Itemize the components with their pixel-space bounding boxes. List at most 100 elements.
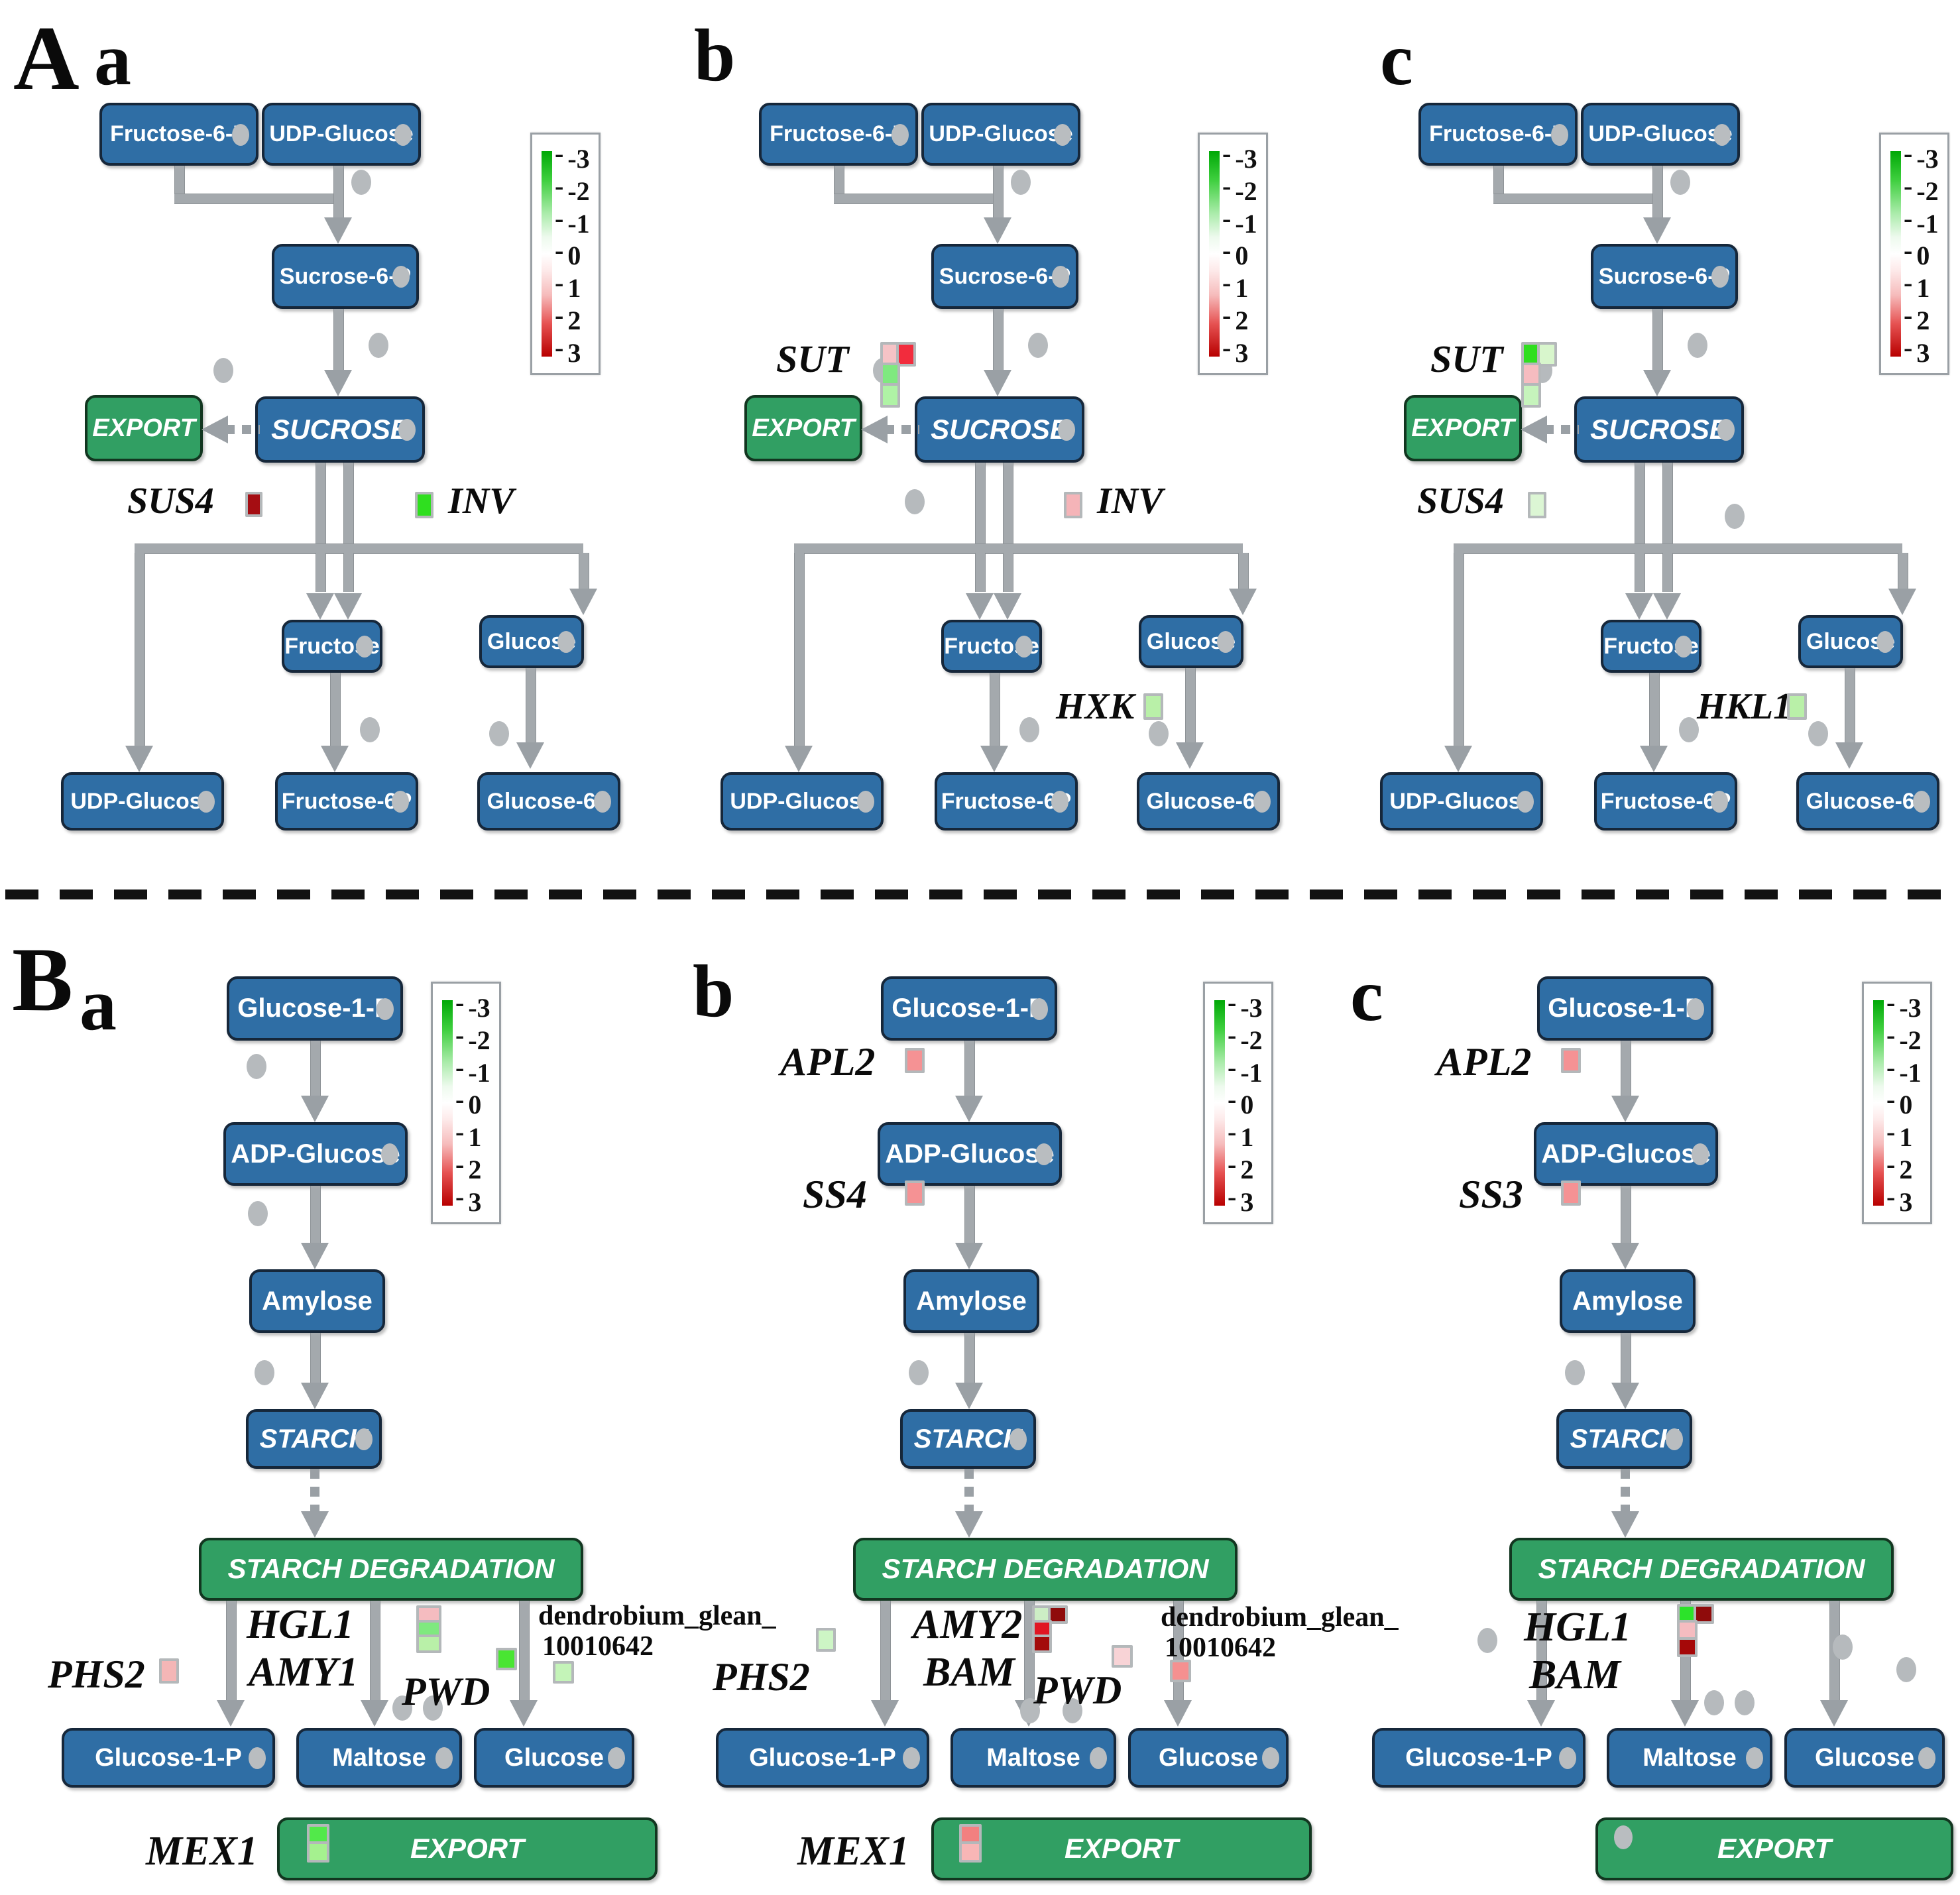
branch-v1 — [975, 463, 986, 548]
metabolite-dot — [1015, 636, 1033, 658]
pathway-dot — [1679, 717, 1699, 742]
arrow-to-adp-glucose — [964, 1041, 975, 1097]
metabolite-box-glucose-1-p-2: Glucose-1-P — [716, 1728, 929, 1788]
arrow-to-maltose — [370, 1601, 380, 1701]
pathway-dot — [1565, 1360, 1585, 1385]
legend-tick-label: -0 — [1222, 235, 1249, 271]
arrow-to-glucose — [1898, 553, 1908, 590]
elbow-h — [834, 194, 1002, 204]
pathway-dot — [489, 721, 509, 746]
metabolite-dot — [1090, 1747, 1107, 1769]
metabolite-box-glucose-6p: Glucose-6P — [1137, 772, 1280, 831]
gene-label: AMY1 — [249, 1650, 359, 1695]
arrow-to-glucose-head — [1229, 589, 1257, 615]
arrow-to-starch-head — [955, 1383, 983, 1409]
branch-head-2 — [1653, 593, 1681, 620]
arrow-to-glucose-6p-head — [1176, 742, 1204, 769]
branch-head-1 — [306, 593, 334, 620]
panel-letter: c — [1380, 19, 1413, 101]
metabolite-box-glucose: Glucose — [1798, 615, 1903, 668]
metabolite-dot — [594, 791, 611, 813]
metabolite-dot — [1009, 1428, 1027, 1450]
metabolite-dot — [1687, 998, 1704, 1020]
legend-tick-label: -2 — [1228, 1149, 1254, 1185]
dashed-arrow-to-export — [225, 425, 260, 434]
arrow-to-glucose-1-p — [1536, 1601, 1547, 1701]
branch-v1 — [316, 463, 326, 548]
elbow-v — [834, 166, 844, 194]
legend-gradient-bar — [442, 1000, 453, 1206]
pathway-dot — [1028, 333, 1048, 358]
branch-head-2 — [994, 593, 1021, 620]
pathway-dot — [248, 1201, 268, 1226]
color-scale-legend: --3--2--1-0-1-2-3 — [1879, 133, 1949, 375]
arrow-to-udp-glucose — [794, 553, 805, 747]
arrow-to-sucrose — [1652, 309, 1663, 371]
legend-tick-label: -0 — [455, 1084, 482, 1120]
metabolite-dot — [198, 791, 215, 813]
metabolite-box-glucose-2: Glucose — [1128, 1728, 1289, 1788]
pathway-dot — [1725, 504, 1745, 529]
legend-tick-label: --1 — [1904, 203, 1939, 239]
arrow-to-sucrose-head — [324, 370, 352, 396]
metabolite-box-udp-glucose-2: UDP-Glucose — [721, 772, 884, 831]
metabolite-box-glucose-2: Glucose — [474, 1728, 634, 1788]
arrow-to-glucose-1-p-head — [217, 1700, 245, 1727]
gene-label: INV — [448, 481, 514, 522]
metabolite-box-fructose-6p: Fructose-6P — [275, 772, 418, 831]
pathway-dot — [1019, 717, 1039, 742]
arrow-to-sucrose-6-p — [1652, 166, 1663, 219]
pathway-dot — [909, 1360, 929, 1385]
metabolite-box-sucrose: SUCROSE — [915, 396, 1084, 463]
arrow-to-fructose-6p-head — [321, 746, 349, 772]
arrow-to-glucose-6p-head — [516, 742, 544, 769]
arrow-to-fructose-6p — [1649, 673, 1660, 747]
metabolite-box-fructose: Fructose — [941, 620, 1042, 673]
branch-v2b — [1003, 553, 1013, 592]
metabolite-box-sucrose-6-p: Sucrose-6-P — [931, 244, 1078, 309]
gene-label: dendrobium_glean_ — [538, 1601, 776, 1631]
pathway-dot — [392, 1695, 412, 1721]
gene-label: PWD — [402, 1670, 490, 1713]
metabolite-dot — [1051, 791, 1068, 813]
metabolite-box-amylose: Amylose — [249, 1269, 385, 1333]
pathway-dot — [360, 717, 380, 742]
metabolite-dot — [1746, 1747, 1763, 1769]
branch-head-2 — [334, 593, 362, 620]
arrow-to-amylose-head — [301, 1243, 329, 1269]
gene-label: INV — [1097, 481, 1163, 522]
metabolite-dot — [1054, 123, 1071, 146]
metabolite-dot — [392, 791, 409, 813]
legend-tick-label: -3 — [1886, 1182, 1913, 1218]
dashed-arrow-head — [1521, 416, 1547, 443]
metabolite-dot — [557, 631, 575, 653]
metabolite-box-sucrose: SUCROSE — [255, 396, 425, 463]
metabolite-dot — [608, 1747, 625, 1769]
legend-tick-label: --1 — [1222, 203, 1257, 239]
arrow-to-udp-glucose — [135, 553, 145, 747]
heatmap-cell — [159, 1658, 179, 1684]
metabolite-dot — [376, 998, 394, 1020]
metabolite-box-glucose-6p: Glucose-6P — [477, 772, 620, 831]
arrow-to-adp-glucose — [310, 1041, 321, 1097]
arrow-to-glucose — [579, 553, 589, 590]
arrow-to-sucrose-6-p — [333, 166, 344, 219]
gene-label: dendrobium_glean_ — [1161, 1602, 1399, 1633]
legend-tick-label: -1 — [555, 268, 581, 304]
legend-tick-label: -0 — [1904, 235, 1930, 271]
panel-letter: a — [94, 19, 131, 101]
legend-tick-label: --3 — [1222, 138, 1257, 174]
gene-label: HXK — [1056, 686, 1135, 727]
branch-v1b — [975, 553, 986, 592]
metabolite-box-udp-glucose: UDP-Glucose — [262, 103, 421, 166]
metabolite-box-fructose-6-p: Fructose-6-P — [99, 103, 259, 166]
arrow-to-sucrose-head — [1643, 370, 1671, 396]
arrow-to-adp-glucose-head — [301, 1096, 329, 1122]
pathway-dot — [905, 489, 925, 514]
arrow-to-starch — [964, 1333, 975, 1384]
panel-letter: c — [1350, 954, 1383, 1037]
metabolite-box-sucrose-6-p: Sucrose-6-P — [272, 244, 419, 309]
metabolite-dot — [1035, 1143, 1053, 1165]
gene-label: SUS4 — [127, 481, 214, 522]
legend-gradient-bar — [542, 151, 552, 357]
